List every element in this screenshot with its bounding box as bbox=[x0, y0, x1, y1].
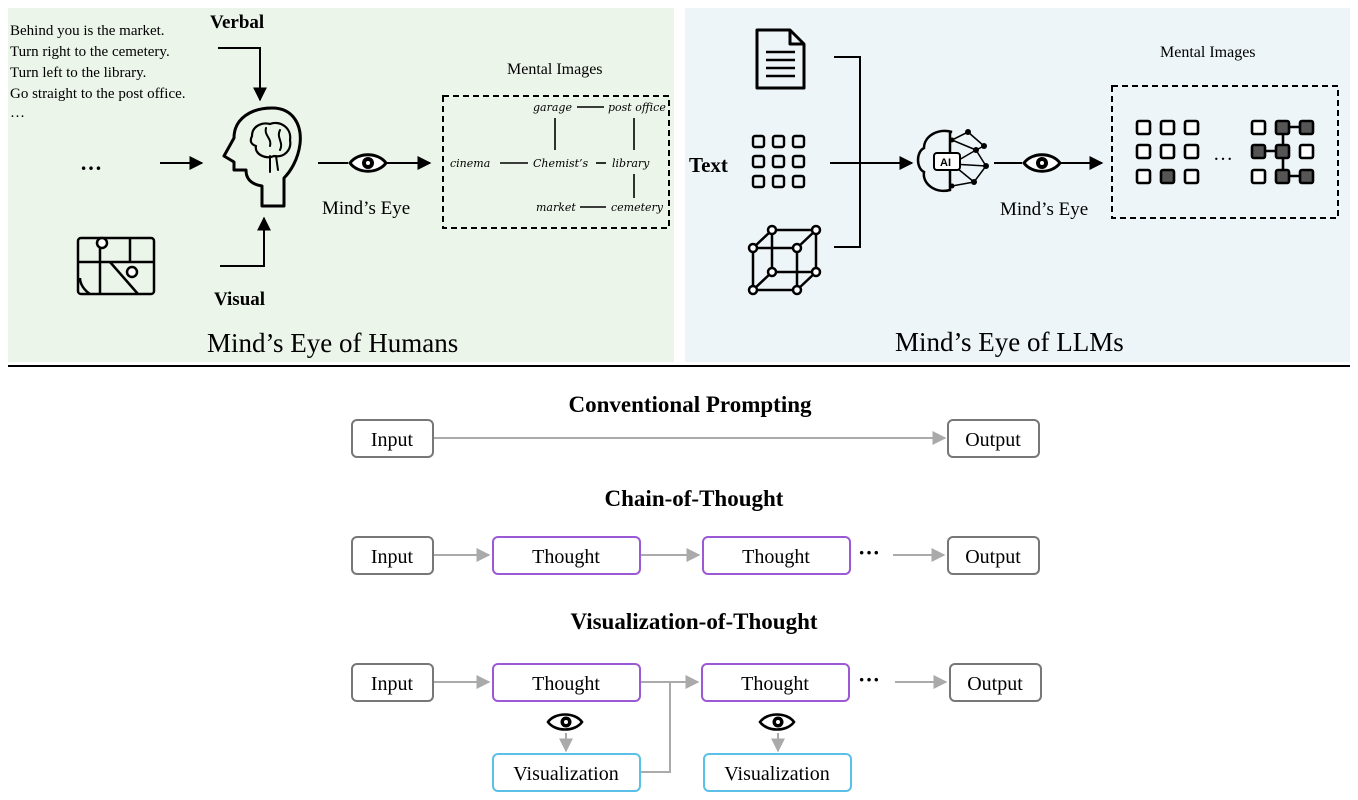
vot-feedback-line bbox=[641, 682, 671, 773]
human-panel-title: Mind’s Eye of Humans bbox=[207, 328, 458, 358]
grid-icon bbox=[751, 134, 806, 189]
llm-ellipsis: … bbox=[1213, 143, 1233, 165]
conv-input-box bbox=[351, 419, 434, 458]
map-label-chemists: Chemist’s bbox=[533, 157, 589, 170]
input-bracket bbox=[834, 56, 861, 248]
vot-input-label: Input bbox=[371, 673, 414, 695]
visual-arrow bbox=[220, 216, 271, 267]
vot-viz-1-label: Visualization bbox=[513, 763, 618, 785]
mental-map-box bbox=[442, 95, 670, 229]
vot-title: Visualization-of-Thought bbox=[570, 609, 817, 634]
map-label-post-office: post office bbox=[608, 101, 666, 114]
eye-icon bbox=[758, 713, 796, 731]
cot-thought-1-box bbox=[492, 536, 641, 575]
cot-ellipsis: ··· bbox=[858, 540, 880, 565]
human-instructions: Behind you is the market. Turn right to … bbox=[10, 23, 186, 121]
vot-viz-2-label: Visualization bbox=[724, 763, 829, 785]
map-label-library: library bbox=[612, 157, 650, 170]
cot-output-label: Output bbox=[965, 546, 1021, 568]
text-label: Text bbox=[689, 153, 728, 177]
vot-viz-2-box bbox=[703, 753, 852, 792]
cot-output-box bbox=[947, 536, 1040, 575]
instruction-line: Turn left to the library. bbox=[10, 65, 146, 81]
vot-output-label: Output bbox=[967, 673, 1023, 695]
vot-thought-1-box bbox=[492, 663, 641, 702]
conv-output-label: Output bbox=[965, 429, 1021, 451]
conv-input-label: Input bbox=[371, 429, 414, 451]
eye-icon bbox=[348, 153, 388, 173]
mental-images-label-llm: Mental Images bbox=[1160, 44, 1256, 61]
vot-viz-1-box bbox=[492, 753, 641, 792]
map-label-market: market bbox=[536, 201, 576, 214]
instruction-line: … bbox=[10, 105, 25, 121]
mental-images-label-human: Mental Images bbox=[507, 61, 603, 78]
instruction-line: Behind you is the market. bbox=[10, 23, 165, 39]
eye-icon bbox=[546, 713, 584, 731]
vot-thought-2-label: Thought bbox=[741, 673, 809, 695]
cube-icon bbox=[747, 224, 822, 296]
eye-icon bbox=[1022, 153, 1062, 173]
instruction-line: Turn right to the cemetery. bbox=[10, 44, 170, 60]
map-label-garage: garage bbox=[533, 101, 572, 114]
map-label-cinema: cinema bbox=[450, 157, 490, 170]
llm-panel-title: Mind’s Eye of LLMs bbox=[895, 327, 1124, 357]
human-ellipsis: … bbox=[80, 150, 102, 175]
mental-grids-box bbox=[1111, 85, 1339, 219]
vot-output-box bbox=[949, 663, 1042, 702]
vot-ellipsis: ··· bbox=[858, 667, 880, 692]
instruction-line: Go straight to the post office. bbox=[10, 86, 186, 102]
cot-input-label: Input bbox=[371, 546, 414, 568]
cot-thought-2-box bbox=[702, 536, 851, 575]
verbal-label: Verbal bbox=[210, 12, 264, 33]
vot-input-box bbox=[351, 663, 434, 702]
cot-title: Chain-of-Thought bbox=[605, 486, 784, 511]
mental-grid-1 bbox=[1135, 119, 1200, 185]
minds-eye-label-llm: Mind’s Eye bbox=[1000, 199, 1088, 220]
mental-map-labels: garage post office cinema Chemist’s libr… bbox=[450, 101, 666, 214]
conventional-title: Conventional Prompting bbox=[568, 392, 812, 417]
document-icon bbox=[755, 28, 806, 90]
ai-brain-icon: AI bbox=[916, 129, 989, 193]
brain-head-icon bbox=[222, 106, 302, 208]
human-panel-bg bbox=[8, 8, 674, 362]
mental-map-edges bbox=[500, 106, 635, 208]
conv-output-box bbox=[947, 419, 1040, 458]
vot-thought-1-label: Thought bbox=[532, 673, 600, 695]
cot-input-box bbox=[351, 536, 434, 575]
visual-label: Visual bbox=[214, 289, 265, 310]
llm-panel-bg bbox=[685, 8, 1350, 362]
minds-eye-label-human: Mind’s Eye bbox=[322, 198, 410, 219]
cot-thought-2-label: Thought bbox=[742, 546, 810, 568]
mental-grid-2 bbox=[1250, 119, 1315, 185]
ai-badge: AI bbox=[940, 157, 951, 169]
verbal-arrow bbox=[218, 47, 267, 102]
map-label-cemetery: cemetery bbox=[611, 201, 664, 214]
vot-thought-2-box bbox=[701, 663, 850, 702]
map-icon bbox=[76, 236, 156, 296]
cot-thought-1-label: Thought bbox=[532, 546, 600, 568]
